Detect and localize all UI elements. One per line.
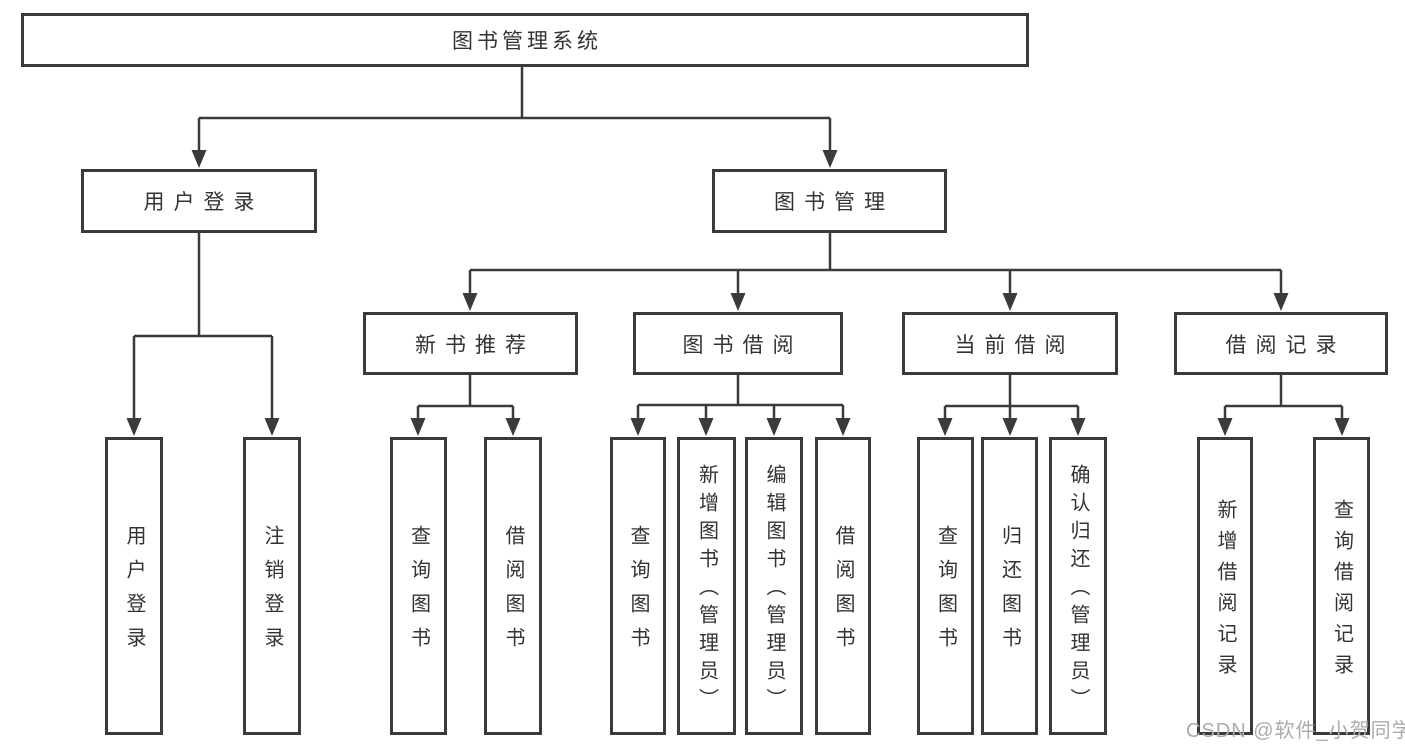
leaf-borrowing-add-books-admin: 新增图书（管理员） [677, 437, 736, 735]
leaf-records-query-record: 查询借阅记录 [1313, 437, 1370, 735]
leaf-current-query-books: 查询图书 [917, 437, 974, 735]
leaf-logout: 注销登录 [243, 437, 301, 735]
leaf-borrowing-edit-books-admin: 编辑图书（管理员） [745, 437, 803, 735]
leaf-recommend-borrow-books: 借阅图书 [484, 437, 542, 735]
node-borrowing-records: 借阅记录 [1174, 312, 1388, 375]
leaf-user-login: 用户登录 [105, 437, 163, 735]
leaf-current-return-books: 归还图书 [981, 437, 1038, 735]
connector-current-borrowing [943, 375, 1080, 421]
connector-borrowing-records [1223, 375, 1344, 421]
node-book-borrowing: 图书借阅 [633, 312, 843, 375]
node-current-borrowing: 当前借阅 [902, 312, 1118, 375]
connector-book-borrowing [636, 375, 845, 421]
leaf-current-confirm-return-admin: 确认归还（管理员） [1049, 437, 1107, 735]
connector-new-book-recommend [416, 375, 515, 421]
connector-user-login [132, 233, 274, 421]
leaf-borrowing-borrow-books: 借阅图书 [815, 437, 871, 735]
leaf-borrowing-query-books: 查询图书 [610, 437, 666, 735]
arrowheads [126, 150, 1350, 436]
node-root: 图书管理系统 [21, 13, 1029, 67]
node-book-management: 图书管理 [712, 169, 947, 233]
node-new-book-recommend: 新书推荐 [363, 312, 578, 375]
connector-book-management [468, 233, 1283, 296]
leaf-recommend-query-books: 查询图书 [390, 437, 447, 735]
leaf-records-add-record: 新增借阅记录 [1197, 437, 1253, 735]
connector-root [197, 67, 832, 153]
watermark: CSDN @软件_小贺同学 [1186, 720, 1405, 742]
node-user-login: 用户登录 [81, 169, 317, 233]
